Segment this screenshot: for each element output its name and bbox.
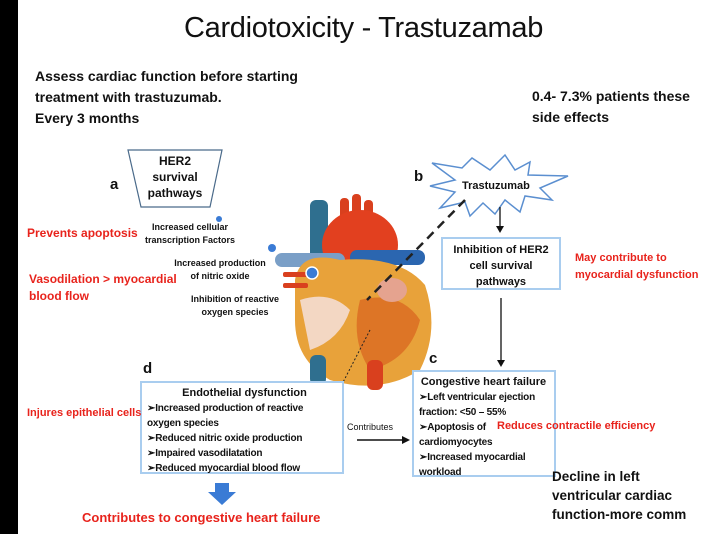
panel-a-letter: a [110, 176, 119, 193]
note-contractile-efficiency: Reduces contractile efficiency [497, 420, 656, 432]
decline-text: Decline in left ventricular cardiac func… [552, 467, 686, 524]
note-line: blood flow [29, 289, 89, 303]
decline-line: ventricular cardiac [552, 488, 673, 503]
her2-box-text: HER2 survival pathways [140, 153, 210, 201]
box-line: Inhibition of HER2 [453, 244, 549, 256]
her2-line: survival [152, 170, 198, 184]
trastuzumab-label: Trastuzumab [462, 180, 530, 192]
her2-line: pathways [147, 186, 203, 200]
label-line: Increased cellular [151, 222, 229, 232]
endothelial-item-text: Increased production of reactive [155, 403, 304, 414]
chf-item: fraction: <50 – 55% [419, 407, 507, 418]
arrow-head [402, 436, 410, 444]
chf-item: workload [419, 467, 462, 478]
note-contributes-chf: Contributes to congestive heart failure [82, 510, 321, 525]
intro-line: Every 3 months [35, 110, 140, 126]
endothelial-item-text: Reduced nitric oxide production [155, 433, 303, 444]
chf-item-text: Increased myocardial [427, 452, 526, 463]
decline-line: Decline in left [552, 469, 640, 484]
endothelial-item: ➢Increased production of reactive [147, 403, 304, 414]
intro-line: Assess cardiac function before starting [35, 68, 298, 84]
endothelial-item: oxygen species [147, 418, 219, 429]
note-vasodilation: Vasodilation > myocardial blood flow [29, 271, 177, 305]
chf-item: cardiomyocytes [419, 437, 493, 448]
label-line: of nitric oxide [190, 271, 250, 281]
intro-text: Assess cardiac function before starting … [35, 66, 298, 129]
heart-illustration [275, 194, 432, 390]
decline-line: function-more comm [552, 507, 687, 522]
marker-dot [216, 216, 222, 222]
stat-line: 0.4- 7.3% patients these [532, 88, 690, 104]
label-reactive-oxygen: Inhibition of reactive oxygen species [180, 293, 290, 319]
endothelial-item-text: Impaired vasodilatation [155, 448, 263, 459]
box-line: pathways [475, 276, 527, 288]
label-transcription: Increased cellular transcription Factors [135, 221, 245, 247]
label-line: oxygen species [201, 307, 269, 317]
dashed-connector [366, 199, 466, 301]
slide-border [0, 0, 18, 534]
arrow-head [497, 360, 505, 367]
chf-item-text: Left ventricular ejection [427, 392, 535, 403]
note-myocardial-dysfunction: May contribute to myocardial dysfunction [575, 250, 698, 284]
marker-dot [268, 244, 276, 252]
endothelial-item: ➢Reduced myocardial blood flow [147, 463, 300, 474]
label-line: Increased production [174, 258, 266, 268]
chf-item-text: Apoptosis of [427, 422, 486, 433]
note-line: myocardial dysfunction [575, 269, 699, 281]
box-line: cell survival [469, 260, 533, 272]
panel-c-letter: c [429, 350, 438, 367]
label-line: transcription Factors [144, 235, 236, 245]
stat-text: 0.4- 7.3% patients these side effects [532, 86, 690, 128]
chf-item: ➢Apoptosis of [419, 422, 486, 433]
label-nitric-oxide: Increased production of nitric oxide [165, 257, 275, 283]
endothelial-item: ➢Impaired vasodilatation [147, 448, 263, 459]
intro-line: treatment with trastuzumab. [35, 89, 222, 105]
panel-b-letter: b [414, 168, 424, 185]
slide-title: Cardiotoxicity - Trastuzamab [183, 12, 544, 44]
contributes-label: Contributes [347, 422, 394, 432]
down-arrow-icon [208, 483, 236, 505]
chf-item: ➢Left ventricular ejection [419, 392, 535, 403]
endothelial-title: Endothelial dysfunction [182, 387, 307, 399]
arrow-head [496, 226, 504, 233]
marker-dot [305, 266, 319, 280]
chf-title: Congestive heart failure [420, 376, 547, 388]
note-prevents-apoptosis: Prevents apoptosis [27, 226, 138, 240]
label-line: Inhibition of reactive [190, 294, 279, 304]
note-injures-epithelial: Injures epithelial cells [27, 407, 142, 419]
endothelial-item: ➢Reduced nitric oxide production [147, 433, 303, 444]
note-line: May contribute to [575, 252, 667, 264]
note-line: Vasodilation > myocardial [29, 272, 177, 286]
panel-d-letter: d [143, 360, 153, 377]
endothelial-box: Endothelial dysfunction ➢Increased produ… [140, 381, 344, 474]
stat-line: side effects [532, 109, 610, 125]
her2-line: HER2 [158, 154, 191, 168]
her2-trapezoid [127, 149, 223, 208]
chf-item: ➢Increased myocardial [419, 452, 526, 463]
chf-box: Congestive heart failure ➢Left ventricul… [412, 370, 556, 478]
endothelial-item-text: Reduced myocardial blood flow [155, 463, 300, 474]
her2-inhibition-box: Inhibition of HER2 cell survival pathway… [441, 237, 561, 290]
